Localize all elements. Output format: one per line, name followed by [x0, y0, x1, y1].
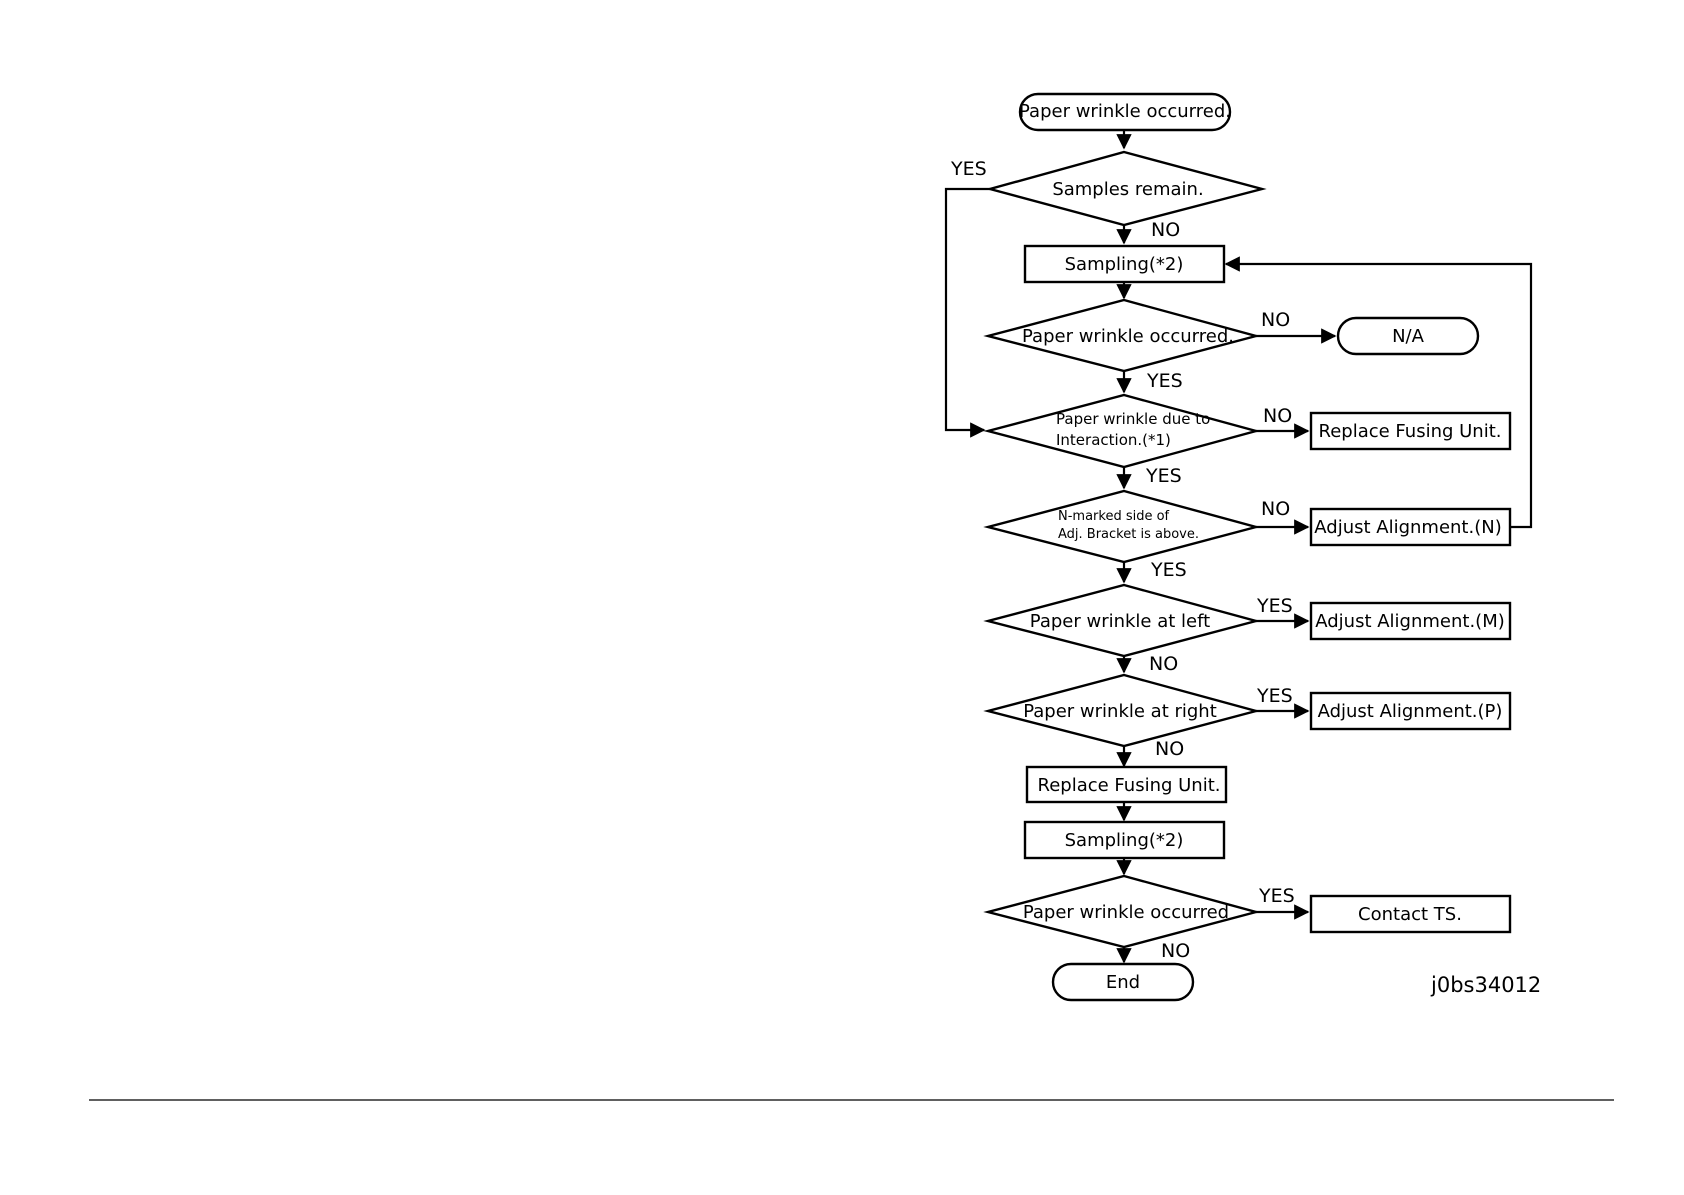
start-node: Paper wrinkle occurred. [1018, 92, 1232, 132]
label-right-yes: YES [1256, 685, 1293, 707]
end-terminator [1051, 962, 1195, 1002]
decision-nmarked-diamond [983, 489, 1261, 564]
na-label: N/A [1392, 326, 1425, 347]
decision-samples-remain: Samples remain. [985, 150, 1267, 227]
process-adjust-p-box [1309, 691, 1512, 731]
process-adjust-n: Adjust Alignment.(N) [1309, 507, 1512, 547]
decision-right-label: Paper wrinkle at right [1023, 701, 1217, 722]
process-replace-fusing-2: Replace Fusing Unit. [1025, 765, 1228, 804]
decision-left-diamond [983, 583, 1261, 658]
branch-labels: YES NO NO YES NO YES NO YES YES NO YES N… [950, 158, 1295, 962]
decision-wrinkle-1-label: Paper wrinkle occurred. [1022, 326, 1234, 347]
decision-wrinkle-1: Paper wrinkle occurred. [983, 298, 1261, 373]
process-replace-fusing-2-box [1025, 765, 1228, 804]
decision-wrinkle-2-diamond [983, 874, 1261, 949]
decision-nmarked-label-line1: N-marked side of [1058, 509, 1170, 524]
label-interaction-yes: YES [1145, 465, 1182, 487]
process-sampling-1-label: Sampling(*2) [1065, 254, 1184, 275]
process-sampling-1-box [1023, 244, 1226, 284]
start-terminator [1018, 92, 1232, 132]
na-node: N/A [1336, 316, 1480, 356]
label-left-no: NO [1149, 653, 1178, 675]
figure-id: j0bs34012 [1430, 973, 1541, 997]
arrow-adjust-n-loop-to-sampling [1224, 256, 1533, 529]
process-sampling-2-label: Sampling(*2) [1065, 830, 1184, 851]
process-sampling-2: Sampling(*2) [1023, 820, 1226, 860]
process-adjust-m-box [1309, 601, 1512, 641]
label-right-no: NO [1155, 738, 1184, 760]
label-samples-yes: YES [950, 158, 987, 180]
decision-interaction-label-line1: Paper wrinkle due to [1056, 410, 1210, 428]
decision-interaction-diamond [983, 393, 1261, 469]
process-contact-ts: Contact TS. [1309, 894, 1512, 934]
process-sampling-1: Sampling(*2) [1023, 244, 1226, 284]
decision-right-diamond [983, 673, 1261, 748]
connectors [944, 131, 1533, 964]
label-nmarked-no: NO [1261, 498, 1290, 520]
decision-interaction-label-line2: Interaction.(*1) [1056, 431, 1171, 449]
label-interaction-no: NO [1263, 405, 1292, 427]
process-adjust-m-label: Adjust Alignment.(M) [1315, 611, 1505, 632]
process-adjust-m: Adjust Alignment.(M) [1309, 601, 1512, 641]
process-adjust-n-label: Adjust Alignment.(N) [1314, 517, 1501, 538]
process-replace-fusing-1-box [1309, 411, 1512, 451]
decision-left: Paper wrinkle at left [983, 583, 1261, 658]
decision-nmarked: N-marked side of Adj. Bracket is above. [983, 489, 1261, 564]
decision-interaction: Paper wrinkle due to Interaction.(*1) [983, 393, 1261, 469]
process-adjust-p: Adjust Alignment.(P) [1309, 691, 1512, 731]
na-terminator [1336, 316, 1480, 356]
end-node: End [1051, 962, 1195, 1002]
decision-samples-remain-diamond [985, 150, 1267, 227]
label-left-yes: YES [1256, 595, 1293, 617]
process-replace-fusing-1-label: Replace Fusing Unit. [1319, 421, 1502, 442]
decision-wrinkle-2-label: Paper wrinkle occurred [1023, 902, 1229, 923]
decision-wrinkle-2: Paper wrinkle occurred [983, 874, 1261, 949]
label-wrinkle2-no: NO [1161, 940, 1190, 962]
label-wrinkle1-yes: YES [1146, 370, 1183, 392]
label-nmarked-yes: YES [1150, 559, 1187, 581]
decision-wrinkle-1-diamond [983, 298, 1261, 373]
process-adjust-n-box [1309, 507, 1512, 547]
decision-right: Paper wrinkle at right [983, 673, 1261, 748]
process-adjust-p-label: Adjust Alignment.(P) [1318, 701, 1503, 722]
decision-samples-remain-label: Samples remain. [1052, 179, 1203, 200]
process-sampling-2-box [1023, 820, 1226, 860]
label-samples-no: NO [1151, 219, 1180, 241]
label-wrinkle1-no: NO [1261, 309, 1290, 331]
start-label: Paper wrinkle occurred. [1019, 101, 1231, 122]
arrow-samples-yes-to-interaction [944, 187, 990, 438]
end-label: End [1106, 972, 1140, 993]
decision-nmarked-label-line2: Adj. Bracket is above. [1058, 527, 1199, 542]
decision-left-label: Paper wrinkle at left [1030, 611, 1210, 632]
process-contact-ts-box [1309, 894, 1512, 934]
process-replace-fusing-1: Replace Fusing Unit. [1309, 411, 1512, 451]
process-contact-ts-label: Contact TS. [1358, 904, 1462, 925]
label-wrinkle2-yes: YES [1258, 885, 1295, 907]
process-replace-fusing-2-label: Replace Fusing Unit. [1038, 775, 1221, 796]
